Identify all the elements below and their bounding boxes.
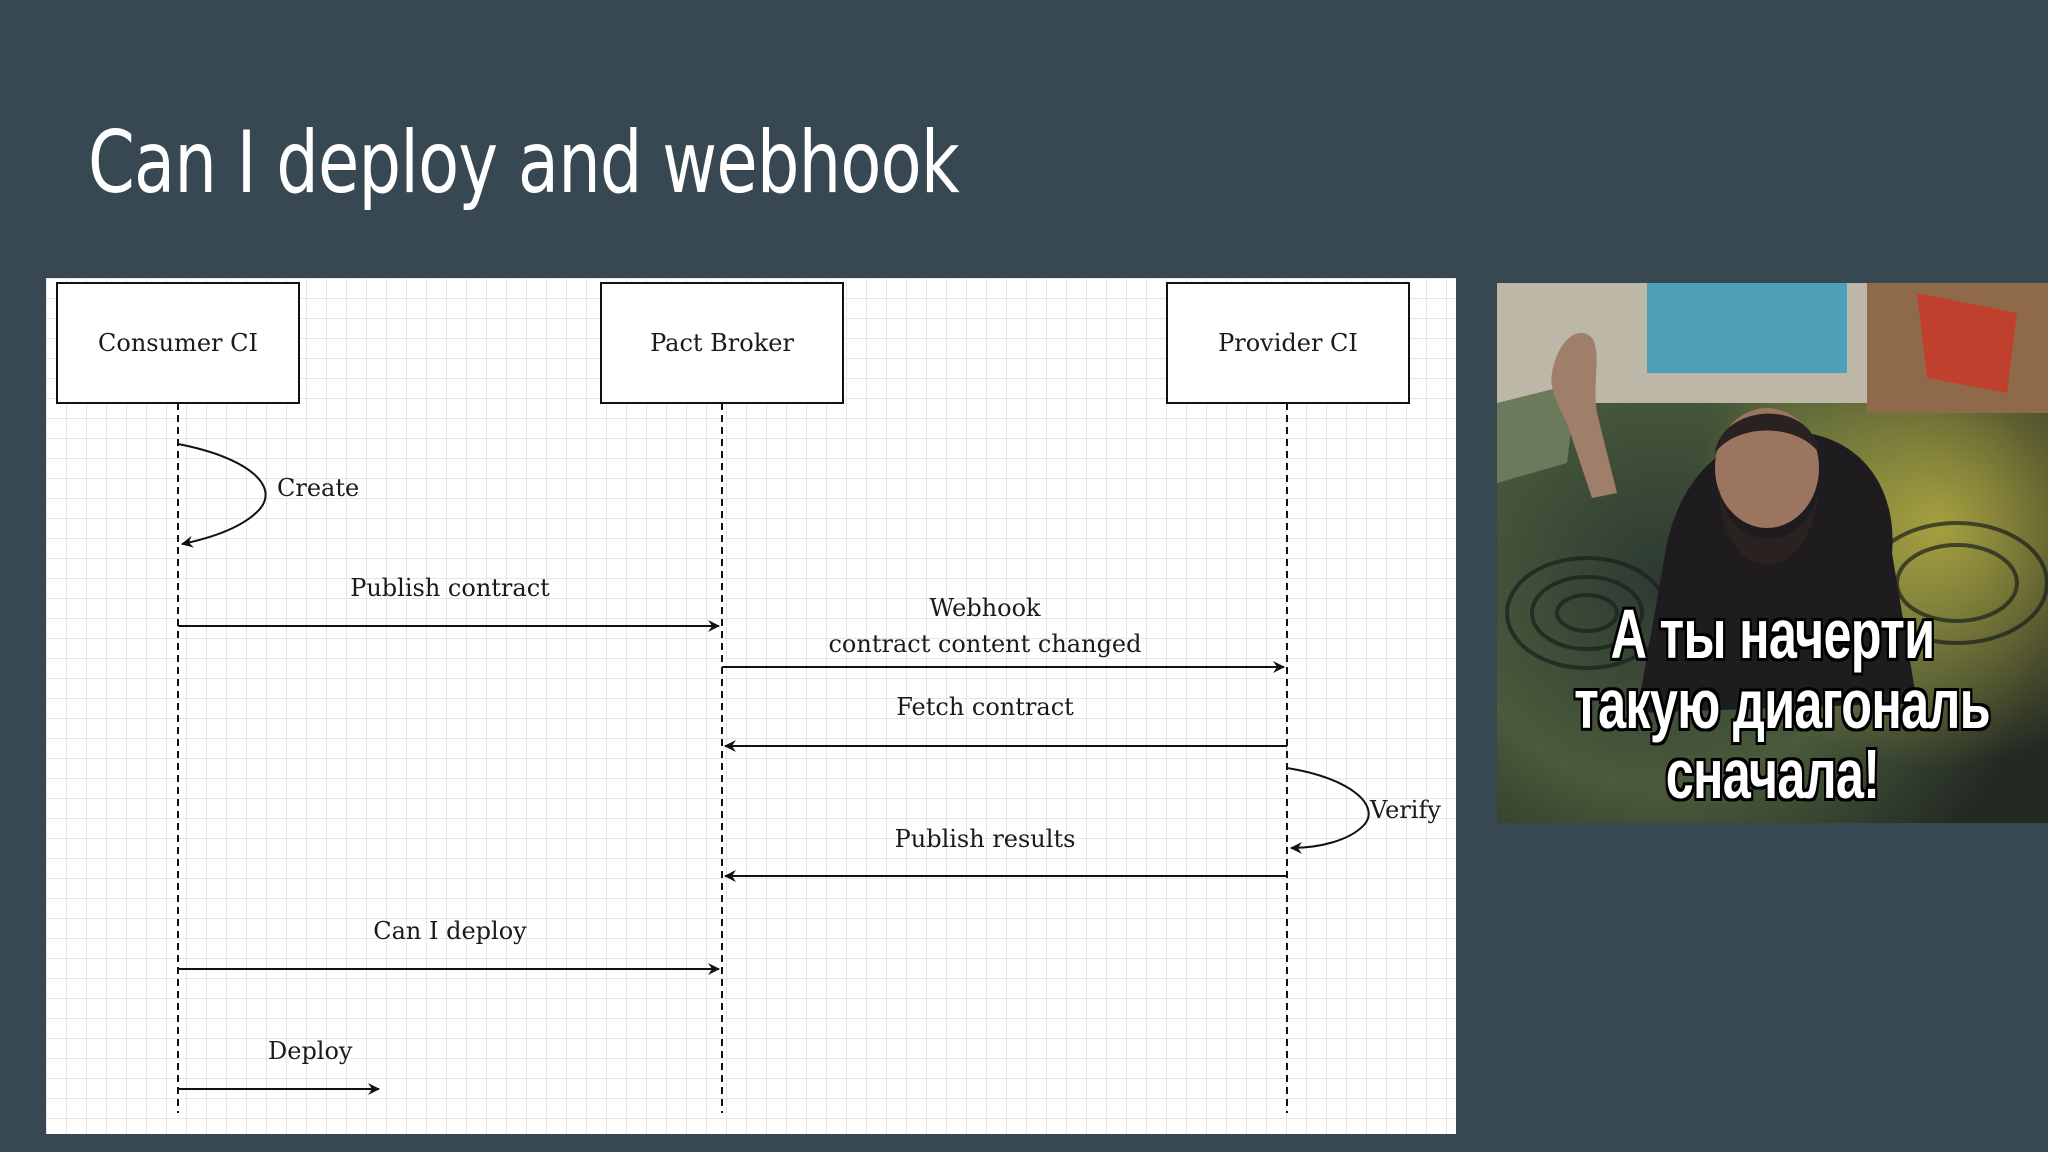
participant-provider-ci[interactable]: Provider CI xyxy=(1166,282,1410,404)
meme-caption-line: А ты начерти xyxy=(1610,595,1936,673)
message-webhook-label: Webhook xyxy=(929,594,1041,622)
meme-photo xyxy=(1497,283,2048,823)
slide-title: Can I deploy and webhook xyxy=(88,113,960,213)
message-verify-label: Verify xyxy=(1369,796,1441,824)
message-publish-contract-label: Publish contract xyxy=(350,574,550,602)
message-webhook-detail-label: contract content changed xyxy=(828,630,1141,658)
participant-label: Provider CI xyxy=(1218,329,1358,357)
sequence-diagram-canvas: Consumer CI Pact Broker Provider CI Crea… xyxy=(56,282,1441,1113)
message-create-arrow xyxy=(177,443,267,548)
message-verify-arrow xyxy=(1286,767,1370,854)
participant-consumer-ci[interactable]: Consumer CI xyxy=(56,282,300,404)
message-fetch-contract-label: Fetch contract xyxy=(896,693,1074,721)
meme-caption: А ты начерти такую диагональ сначала! xyxy=(1497,599,2048,809)
participant-label: Pact Broker xyxy=(650,329,794,357)
message-can-i-deploy-label: Can I deploy xyxy=(373,917,527,945)
meme-caption-line: такую диагональ xyxy=(1574,665,1991,743)
message-publish-results-label: Publish results xyxy=(895,825,1076,853)
participant-label: Consumer CI xyxy=(98,329,258,357)
message-create-label: Create xyxy=(277,474,359,502)
participant-pact-broker[interactable]: Pact Broker xyxy=(600,282,844,404)
sequence-diagram: Consumer CI Pact Broker Provider CI Crea… xyxy=(46,278,1456,1134)
meme-caption-line: сначала! xyxy=(1665,735,1880,813)
message-deploy-label: Deploy xyxy=(268,1037,353,1065)
meme-image: А ты начерти такую диагональ сначала! xyxy=(1497,283,2048,823)
